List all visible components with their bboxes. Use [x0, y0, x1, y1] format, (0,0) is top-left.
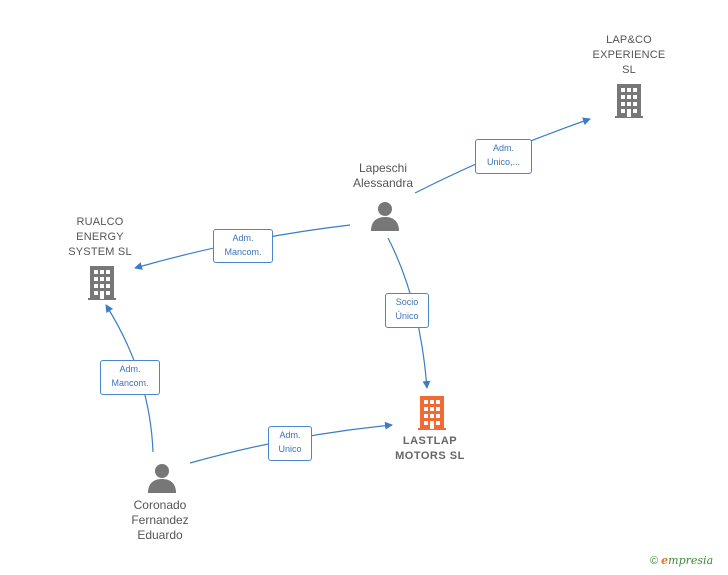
building-icon[interactable]: [88, 266, 116, 300]
edge-label-lapeschi-rualco[interactable]: Adm. Mancom.: [213, 229, 273, 263]
edge-label-lapeschi-lapco[interactable]: Adm. Unico,...: [475, 139, 532, 174]
person-icon[interactable]: [148, 464, 176, 493]
node-label-coronado[interactable]: Coronado Fernandez Eduardo: [131, 498, 189, 542]
node-label-lastlap[interactable]: LASTLAP MOTORS SL: [395, 435, 465, 462]
person-icon[interactable]: [371, 202, 399, 231]
building-icon[interactable]: [418, 396, 446, 430]
node-label-rualco[interactable]: RUALCO ENERGY SYSTEM SL: [68, 216, 132, 258]
node-label-lapco[interactable]: LAP&CO EXPERIENCE SL: [592, 34, 666, 76]
edge-label-lapeschi-lastlap[interactable]: Socio Único: [385, 293, 429, 328]
edge-label-coronado-rualco[interactable]: Adm. Mancom.: [100, 360, 160, 395]
copyright-symbol: ©: [650, 555, 659, 567]
building-icon[interactable]: [615, 84, 643, 118]
node-label-lapeschi[interactable]: Lapeschi Alessandra: [352, 161, 414, 190]
empresia-logo: empresia: [661, 554, 714, 567]
footer-brand: © empresia: [650, 554, 713, 567]
edge-label-coronado-lastlap[interactable]: Adm. Unico: [268, 426, 312, 461]
